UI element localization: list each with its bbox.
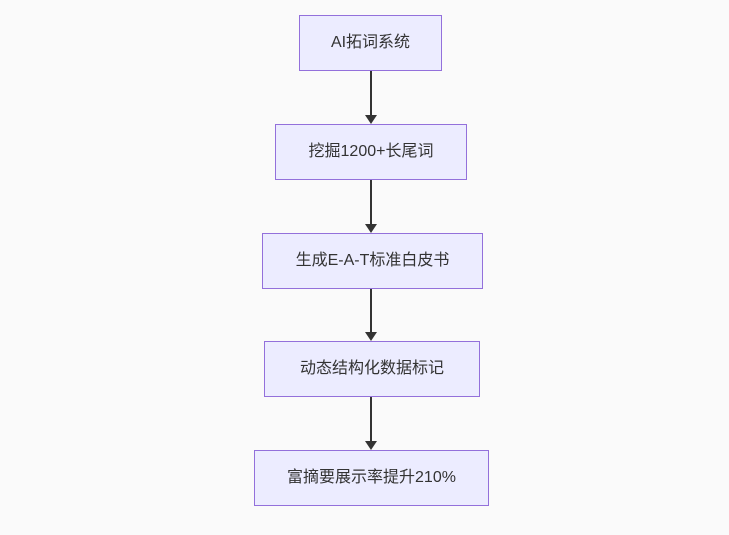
node-dynamic-structured-data-markup: 动态结构化数据标记 [264, 341, 480, 397]
node-eat-standard-whitepaper: 生成E-A-T标准白皮书 [262, 233, 483, 289]
flow-edge-a-b [365, 71, 377, 124]
node-label: 生成E-A-T标准白皮书 [295, 252, 450, 269]
flow-edge-c-d [365, 289, 377, 341]
flow-edge-d-e [365, 397, 377, 450]
flow-edge-b-c [365, 180, 377, 233]
edge-line [370, 397, 372, 444]
node-label: AI拓词系统 [330, 34, 411, 51]
arrow-down-icon [365, 441, 377, 450]
arrow-down-icon [365, 332, 377, 341]
node-rich-snippet-rate-result: 富摘要展示率提升210% [254, 450, 489, 506]
node-label: 动态结构化数据标记 [299, 360, 444, 377]
node-ai-keyword-expansion-system: AI拓词系统 [299, 15, 442, 71]
node-label: 挖掘1200+长尾词 [308, 143, 434, 160]
edge-line [370, 71, 372, 118]
edge-line [370, 289, 372, 335]
node-longtail-keyword-mining: 挖掘1200+长尾词 [275, 124, 467, 180]
node-label: 富摘要展示率提升210% [287, 469, 456, 486]
edge-line [370, 180, 372, 227]
arrow-down-icon [365, 115, 377, 124]
arrow-down-icon [365, 224, 377, 233]
